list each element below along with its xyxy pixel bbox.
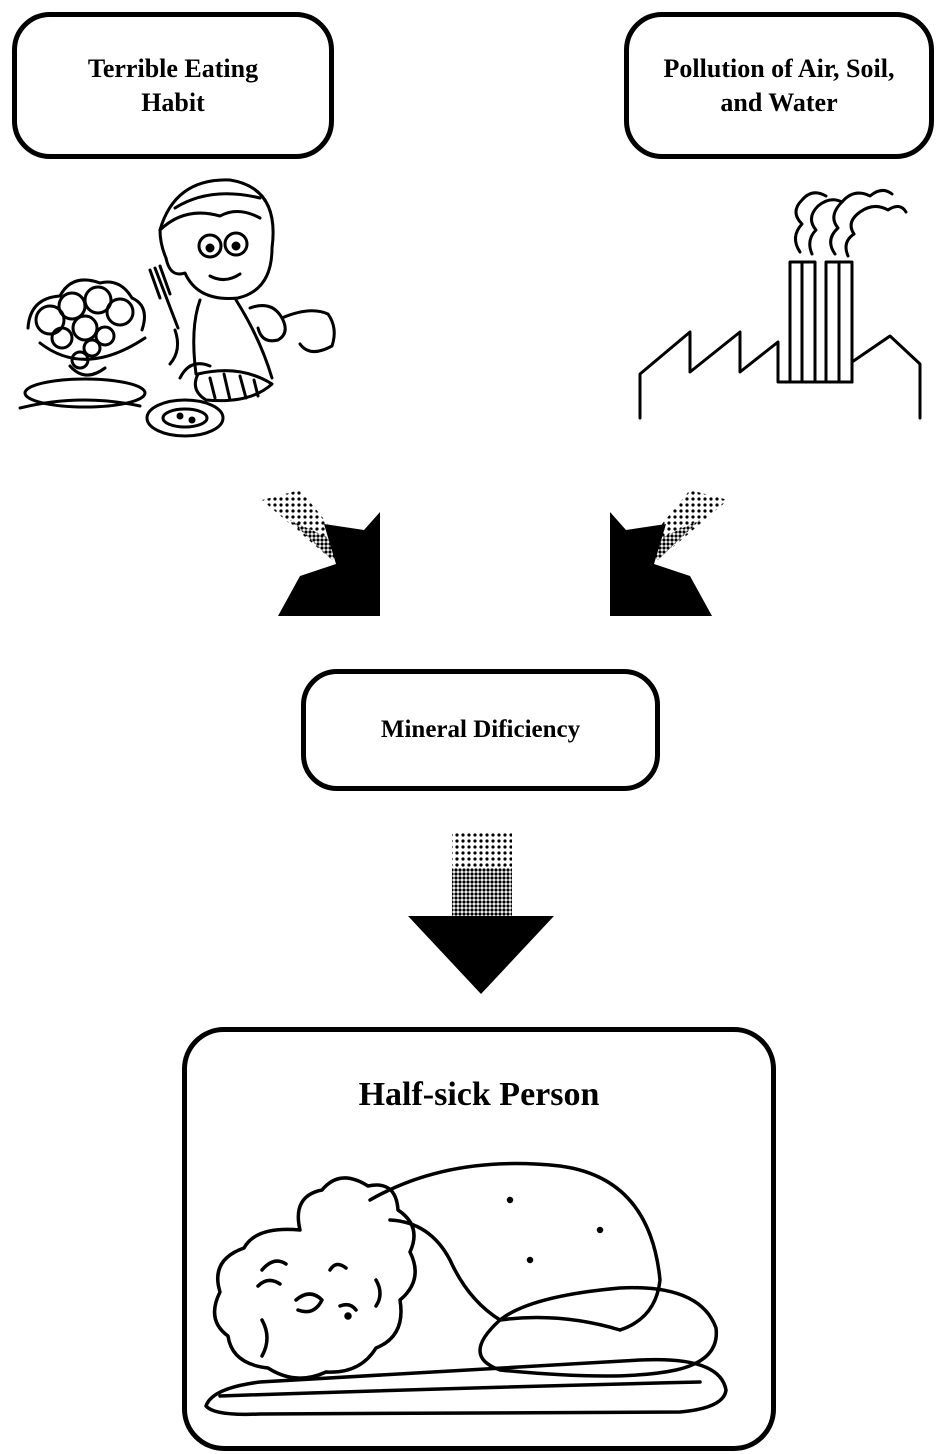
mineral-deficiency-box: Mineral Dificiency <box>301 669 660 791</box>
arrow-down-icon <box>408 832 554 994</box>
eating-habit-box: Terrible Eating Habit <box>12 12 334 159</box>
arrow-down-right-icon <box>262 490 380 616</box>
eating-habit-label: Terrible Eating Habit <box>87 53 259 117</box>
sleeping-person-icon <box>204 1161 728 1417</box>
factory-smoke-icon <box>638 189 922 420</box>
pollution-label: Pollution of Air, Soil, and Water <box>663 53 895 117</box>
boy-eating-icon <box>18 178 336 438</box>
pollution-box: Pollution of Air, Soil, and Water <box>624 12 934 159</box>
mineral-deficiency-label: Mineral Dificiency <box>380 716 581 743</box>
half-sick-person-label: Half-sick Person <box>358 1076 600 1113</box>
arrow-down-left-icon <box>610 490 728 616</box>
